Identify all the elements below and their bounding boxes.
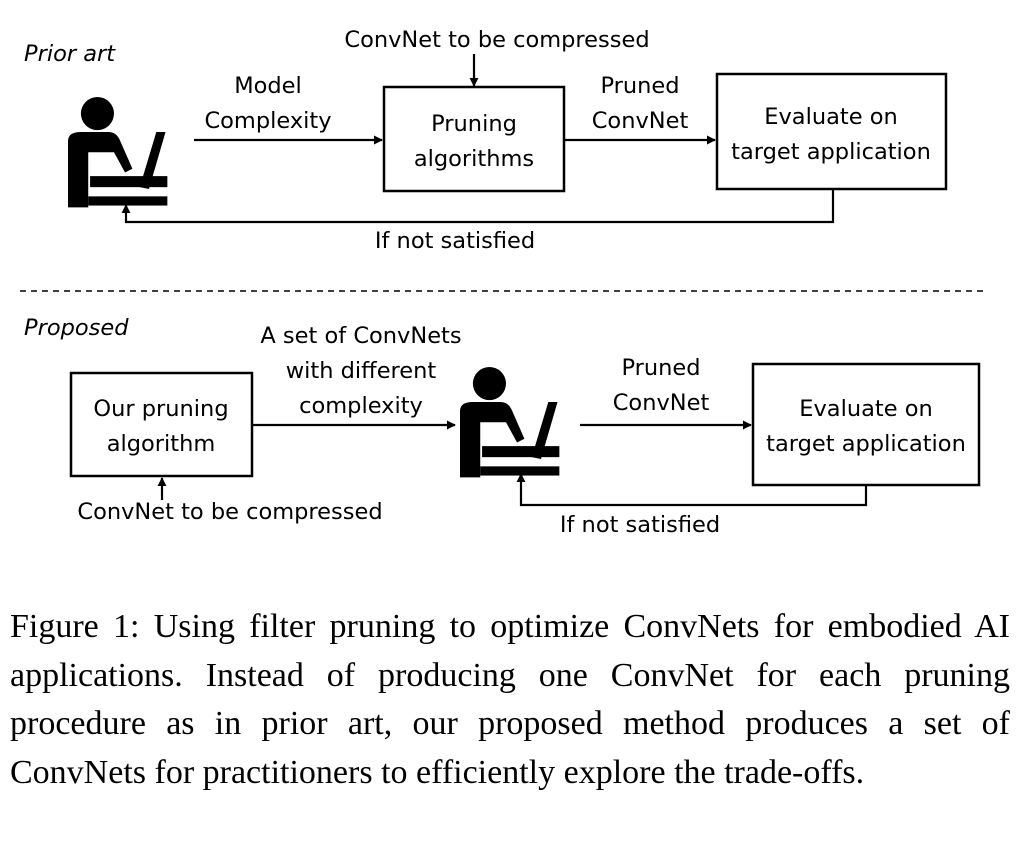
prior-pruned-label-1: Pruned <box>600 73 679 99</box>
model-complexity-label-1: Model <box>234 73 302 99</box>
proposed-pruned-label-1: Pruned <box>621 355 700 381</box>
proposed-evaluate-box <box>751 362 981 487</box>
prior-feedback-label: If not satisfied <box>375 228 535 254</box>
proposed-feedback-arrow <box>516 473 868 507</box>
convnet-set-label-1: A set of ConvNets <box>260 323 461 349</box>
proposed-pruned-label-2: ConvNet <box>613 390 710 416</box>
prior-evaluate-label-2: target application <box>731 139 931 165</box>
proposed-label: Proposed <box>24 315 129 341</box>
pruning-workflow-diagram: Prior art ConvNet to be compressed Model… <box>20 27 985 538</box>
prior-evaluate-box <box>715 72 948 191</box>
person-at-laptop-icon <box>68 97 168 208</box>
convnet-set-label-3: complexity <box>299 393 423 419</box>
our-pruning-label-2: algorithm <box>107 431 216 457</box>
our-pruning-algorithm-box <box>69 371 254 478</box>
convnet-set-label-2: with different <box>286 358 437 384</box>
model-complexity-label-2: Complexity <box>204 108 331 134</box>
person-at-laptop-icon <box>460 367 560 478</box>
proposed-input-label: ConvNet to be compressed <box>77 499 382 525</box>
proposed-evaluate-label-2: target application <box>766 431 966 457</box>
figure-caption: Figure 1: Using filter pruning to optimi… <box>10 608 1010 791</box>
pruning-algorithms-label-1: Pruning <box>431 111 517 137</box>
prior-evaluate-label-1: Evaluate on <box>764 104 897 130</box>
pruning-algorithms-box <box>382 85 566 193</box>
proposed-feedback-label: If not satisfied <box>560 512 720 538</box>
pruning-algorithms-label-2: algorithms <box>414 146 534 172</box>
our-pruning-label-1: Our pruning <box>93 396 228 422</box>
prior-input-label: ConvNet to be compressed <box>344 27 649 53</box>
prior-feedback-arrow <box>121 189 835 224</box>
proposed-evaluate-label-1: Evaluate on <box>799 396 932 422</box>
prior-art-label: Prior art <box>24 41 116 67</box>
prior-pruned-label-2: ConvNet <box>592 108 689 134</box>
